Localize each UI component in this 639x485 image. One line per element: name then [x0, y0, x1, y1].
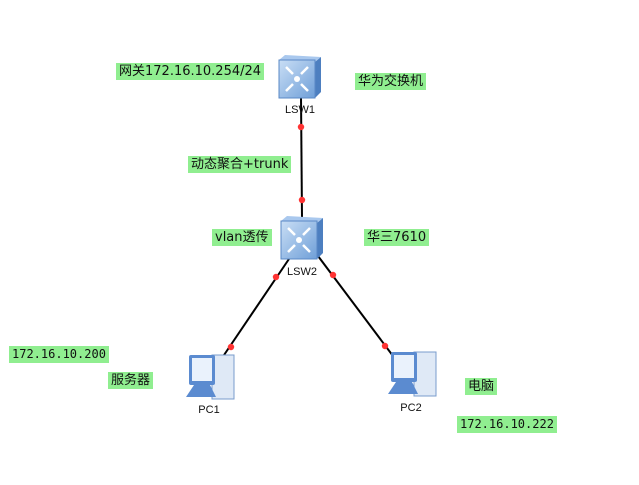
port-dot: [381, 342, 389, 350]
pc1-ip-label[interactable]: 172.16.10.200: [9, 346, 109, 363]
h3c-model-label[interactable]: 华三7610: [364, 229, 430, 246]
vlan-passthrough-label[interactable]: vlan透传: [212, 229, 272, 246]
gateway-label[interactable]: 网关172.16.10.254/24: [116, 63, 265, 80]
device-label-lsw1: LSW1: [285, 104, 315, 116]
device-label-lsw2: LSW2: [287, 266, 317, 278]
link-lsw2-pc1[interactable]: [221, 255, 292, 359]
pc-icon[interactable]: [182, 353, 238, 401]
computer-label[interactable]: 电脑: [465, 378, 498, 395]
link-aggregation-label[interactable]: 动态聚合+trunk: [188, 156, 292, 173]
pc2-ip-label[interactable]: 172.16.10.222: [457, 416, 557, 433]
port-dot: [329, 271, 337, 279]
port-dot: [227, 343, 235, 351]
link-lsw2-pc2[interactable]: [317, 255, 394, 357]
port-dot: [298, 196, 306, 204]
device-label-pc1: PC1: [198, 404, 220, 416]
pc-icon[interactable]: [384, 350, 440, 398]
device-label-pc2: PC2: [400, 402, 422, 414]
huawei-switch-label[interactable]: 华为交换机: [355, 73, 427, 90]
port-dot: [272, 273, 280, 281]
switch-icon[interactable]: [277, 54, 323, 100]
port-dot: [297, 123, 305, 131]
server-label[interactable]: 服务器: [108, 372, 154, 389]
switch-icon[interactable]: [279, 215, 325, 261]
